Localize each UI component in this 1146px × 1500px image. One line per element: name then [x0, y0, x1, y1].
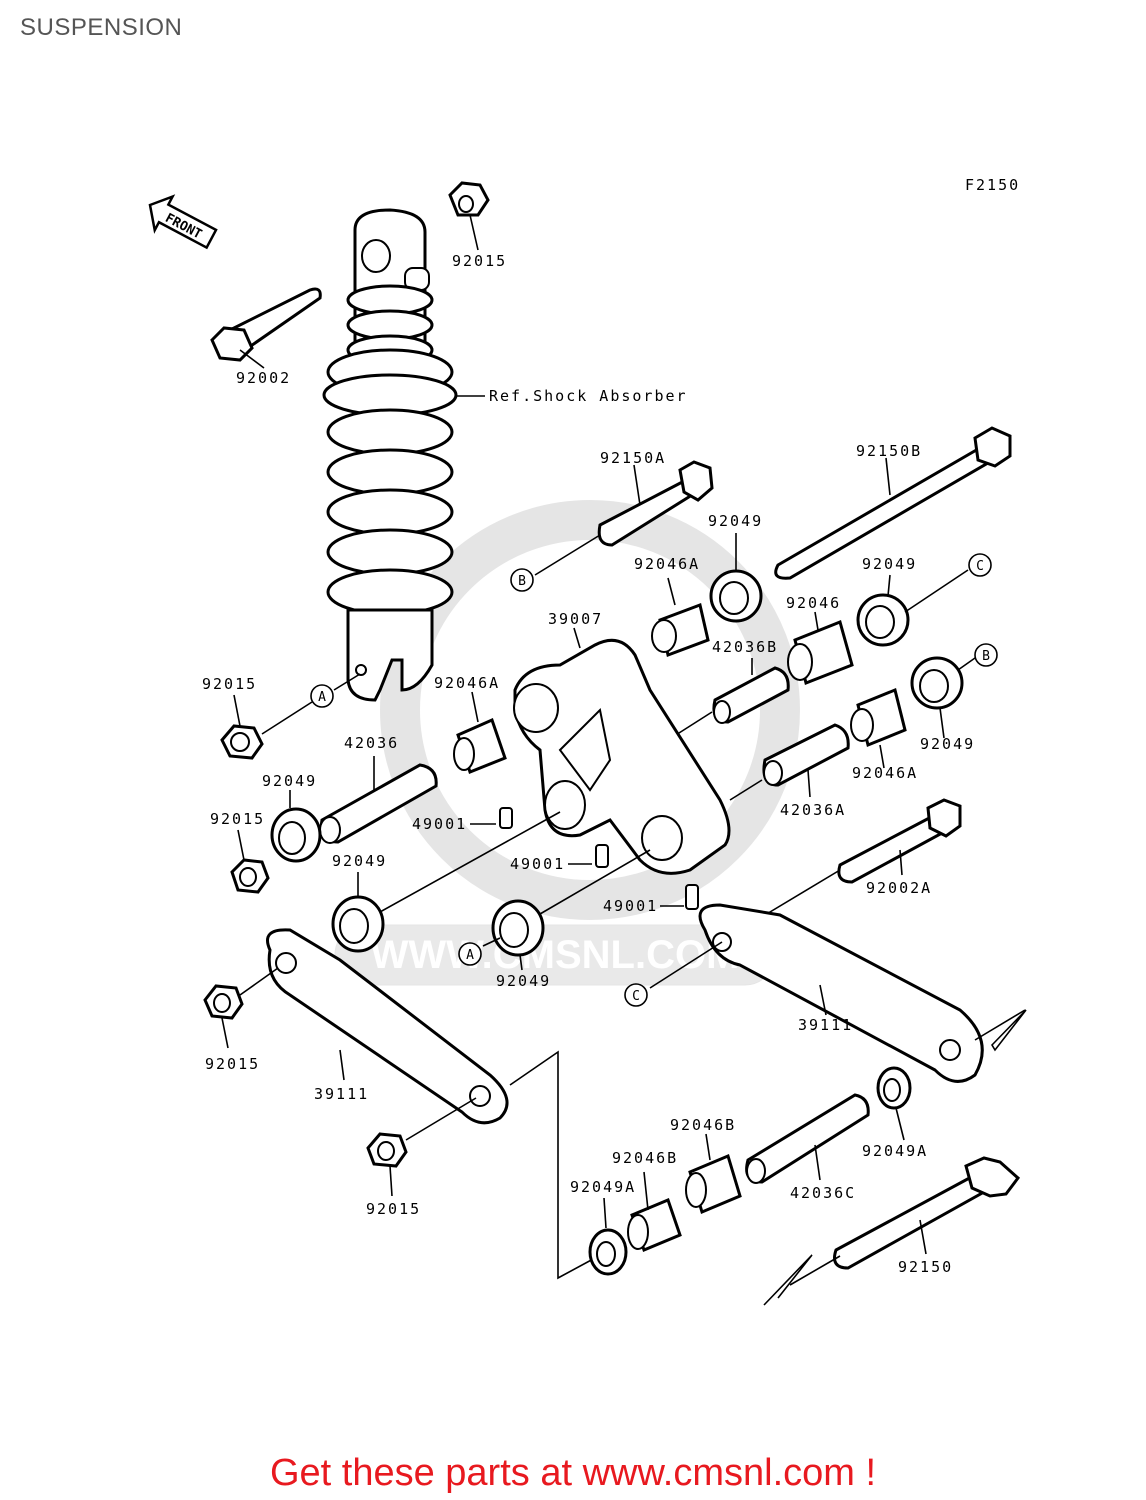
bushing-92046A-c — [453, 717, 507, 774]
washer-92049-a — [709, 569, 763, 623]
bolt-92150B — [774, 426, 1012, 580]
collar-42036A — [762, 723, 850, 787]
ref-c-label-1: C — [976, 559, 984, 574]
callout-92049A-b: 92049A — [862, 1142, 928, 1160]
washer-92049-f — [491, 899, 545, 957]
callout-92049-e: 92049 — [332, 852, 387, 870]
collar-42036B — [712, 666, 790, 724]
callout-92015-top: 92015 — [452, 252, 507, 270]
ref-b-label-2: B — [982, 649, 990, 664]
callout-42036B: 42036B — [712, 638, 778, 656]
callout-49001-b: 49001 — [510, 855, 565, 873]
callout-92015-c: 92015 — [205, 1055, 260, 1073]
bushing-92046B-b — [685, 1153, 742, 1215]
shock-absorber — [322, 208, 458, 702]
ref-circle-b-1: B — [510, 568, 534, 592]
callout-92002A: 92002A — [866, 879, 932, 897]
callout-92049-b: 92049 — [862, 555, 917, 573]
ref-circle-a-2: A — [458, 942, 482, 966]
ref-c-label-2: C — [632, 989, 640, 1004]
ref-circle-c-1: C — [968, 553, 992, 577]
nut-92015-c — [203, 984, 244, 1020]
grease-nipple-49001-a — [499, 807, 513, 829]
callout-92049-d: 92049 — [262, 772, 317, 790]
collar-42036C — [745, 1093, 870, 1184]
collar-42036 — [319, 763, 438, 844]
ref-circle-b-2: B — [974, 643, 998, 667]
callout-92046: 92046 — [786, 594, 841, 612]
callout-92049-a: 92049 — [708, 512, 763, 530]
callout-92015-b: 92015 — [210, 810, 265, 828]
nut-92015-a — [220, 724, 264, 760]
front-arrow-icon: FRONT — [148, 194, 218, 250]
callout-92015-a: 92015 — [202, 675, 257, 693]
washer-92049-e — [331, 895, 385, 953]
rocker-39007 — [513, 638, 731, 875]
callout-ref-shock-absorber: Ref.Shock Absorber — [489, 387, 688, 405]
page-title: SUSPENSION — [20, 14, 183, 41]
bushing-92046A-a — [651, 602, 710, 658]
washer-92049-c — [910, 656, 964, 710]
bolt-92002 — [210, 287, 322, 362]
washer-92049-b — [856, 593, 910, 647]
ref-a-label-1: A — [318, 690, 326, 705]
washer-92049A-b — [876, 1066, 912, 1110]
callout-49001-c: 49001 — [603, 897, 658, 915]
washer-92049-d — [270, 807, 322, 863]
callout-92049-c: 92049 — [920, 735, 975, 753]
callout-42036C: 42036C — [790, 1184, 856, 1202]
bushing-92046B-a — [627, 1198, 682, 1252]
footer-promo-link[interactable]: Get these parts at www.cmsnl.com ! — [269, 1452, 877, 1494]
grease-nipple-49001-c — [685, 884, 699, 910]
callout-39111-a: 39111 — [798, 1016, 853, 1034]
bushing-92046 — [787, 619, 854, 686]
callout-92046A-a: 92046A — [634, 555, 700, 573]
callout-92049-f: 92049 — [496, 972, 551, 990]
callout-92150B: 92150B — [856, 442, 922, 460]
callout-39111-b: 39111 — [314, 1085, 369, 1103]
callout-92002: 92002 — [236, 369, 291, 387]
callout-92150A: 92150A — [600, 449, 666, 467]
bolt-92150 — [833, 1156, 1021, 1270]
callout-92150: 92150 — [898, 1258, 953, 1276]
callout-49001-a: 49001 — [412, 815, 467, 833]
ref-circle-c-2: C — [624, 983, 648, 1007]
grease-nipple-49001-b — [595, 844, 609, 868]
watermark-text: WWW.CMSNL.COM — [371, 933, 740, 977]
ref-circle-a-1: A — [310, 684, 334, 708]
callout-92046A-b: 92046A — [852, 764, 918, 782]
washer-92049A-a — [588, 1228, 628, 1276]
nut-92015-d — [366, 1132, 408, 1168]
callout-92046B-b: 92046B — [670, 1116, 736, 1134]
figure-code: F2150 — [965, 176, 1020, 194]
callout-39007: 39007 — [548, 610, 603, 628]
ref-b-label-1: B — [518, 574, 526, 589]
nut-92015-b — [230, 858, 270, 894]
bolt-92002A — [837, 798, 962, 884]
callout-92049A-a: 92049A — [570, 1178, 636, 1196]
callout-92046B-a: 92046B — [612, 1149, 678, 1167]
ref-a-label-2: A — [466, 948, 474, 963]
nut-92015-top — [448, 181, 490, 217]
callout-92046A-c: 92046A — [434, 674, 500, 692]
callout-42036A: 42036A — [780, 801, 846, 819]
tie-rod-39111-right — [698, 903, 984, 1083]
bushing-92046A-b — [850, 687, 907, 748]
tie-rod-39111-left — [266, 928, 509, 1125]
callout-42036: 42036 — [344, 734, 399, 752]
callout-92015-d: 92015 — [366, 1200, 421, 1218]
